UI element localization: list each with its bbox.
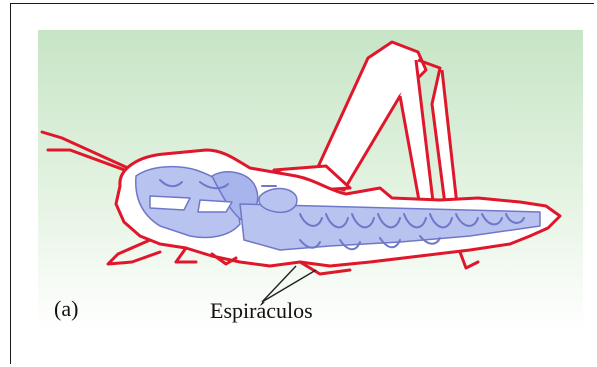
spiracle-label: Espiráculos — [210, 298, 313, 324]
panel-label: (a) — [54, 296, 78, 322]
